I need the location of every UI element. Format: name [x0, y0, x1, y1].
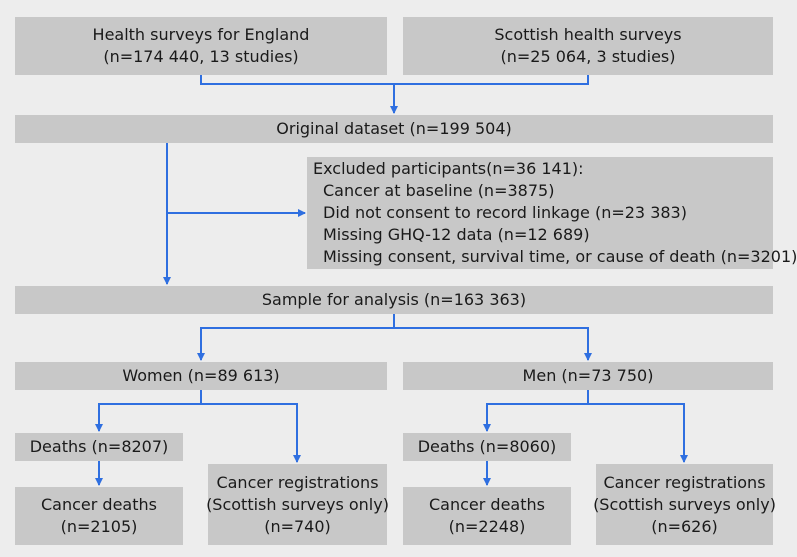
box-men: Men (n=73 750) — [403, 362, 773, 390]
arrow-to-women-deaths — [95, 403, 201, 432]
box-line: (n=2248) — [448, 517, 526, 536]
box-line: Cancer registrations — [216, 472, 379, 492]
box-line: Women (n=89 613) — [122, 366, 280, 385]
box-line: (Scottish surveys only) — [593, 494, 776, 514]
box-scottish-health-surveys: Scottish health surveys (n=25 064, 3 stu… — [403, 17, 773, 75]
box-line: Deaths (n=8060) — [417, 437, 557, 456]
box-women-deaths: Deaths (n=8207) — [15, 433, 183, 461]
arrow-to-men-cancer-reg — [588, 403, 688, 463]
box-men-cancer-deaths: Cancer deaths (n=2248) — [403, 487, 571, 545]
box-line: Cancer registrations — [603, 472, 766, 492]
box-health-surveys-england: Health surveys for England (n=174 440, 1… — [15, 17, 387, 75]
box-line: Cancer deaths — [429, 495, 545, 514]
box-line: (Scottish surveys only) — [206, 494, 389, 514]
box-women: Women (n=89 613) — [15, 362, 387, 390]
box-line: (n=2105) — [60, 517, 138, 536]
excluded-item: Missing consent, survival time, or cause… — [323, 247, 797, 266]
box-line: Deaths (n=8207) — [29, 437, 169, 456]
box-line: Original dataset (n=199 504) — [276, 119, 512, 138]
excluded-item: Missing GHQ-12 data (n=12 689) — [323, 225, 590, 244]
box-line: Health surveys for England — [92, 25, 310, 44]
excluded-item: Cancer at baseline (n=3875) — [323, 181, 555, 200]
arrow-to-men-deaths — [483, 403, 588, 432]
excluded-title: Excluded participants(n=36 141): — [313, 159, 584, 178]
box-men-deaths: Deaths (n=8060) — [403, 433, 571, 461]
arrow-to-men — [394, 327, 592, 361]
box-original-dataset: Original dataset (n=199 504) — [15, 115, 773, 143]
box-line: Sample for analysis (n=163 363) — [261, 290, 527, 309]
box-line: (n=626) — [651, 516, 718, 536]
box-women-cancer-deaths: Cancer deaths (n=2105) — [15, 487, 183, 545]
box-excluded-participants: Excluded participants(n=36 141): Cancer … — [307, 157, 797, 269]
arrow-to-women — [197, 327, 394, 361]
box-line: Scottish health surveys — [494, 25, 682, 44]
excluded-item: Did not consent to record linkage (n=23 … — [323, 203, 687, 222]
box-line: (n=740) — [264, 516, 331, 536]
box-line: (n=25 064, 3 studies) — [500, 47, 676, 66]
box-women-cancer-registrations: Cancer registrations (Scottish surveys o… — [206, 464, 389, 545]
arrow-to-women-cancer-reg — [201, 403, 301, 463]
connector-surveys — [200, 75, 589, 85]
box-line: Cancer deaths — [41, 495, 157, 514]
box-men-cancer-registrations: Cancer registrations (Scottish surveys o… — [593, 464, 776, 545]
box-line: Men (n=73 750) — [522, 366, 654, 385]
box-sample-for-analysis: Sample for analysis (n=163 363) — [15, 286, 773, 314]
box-line: (n=174 440, 13 studies) — [103, 47, 299, 66]
